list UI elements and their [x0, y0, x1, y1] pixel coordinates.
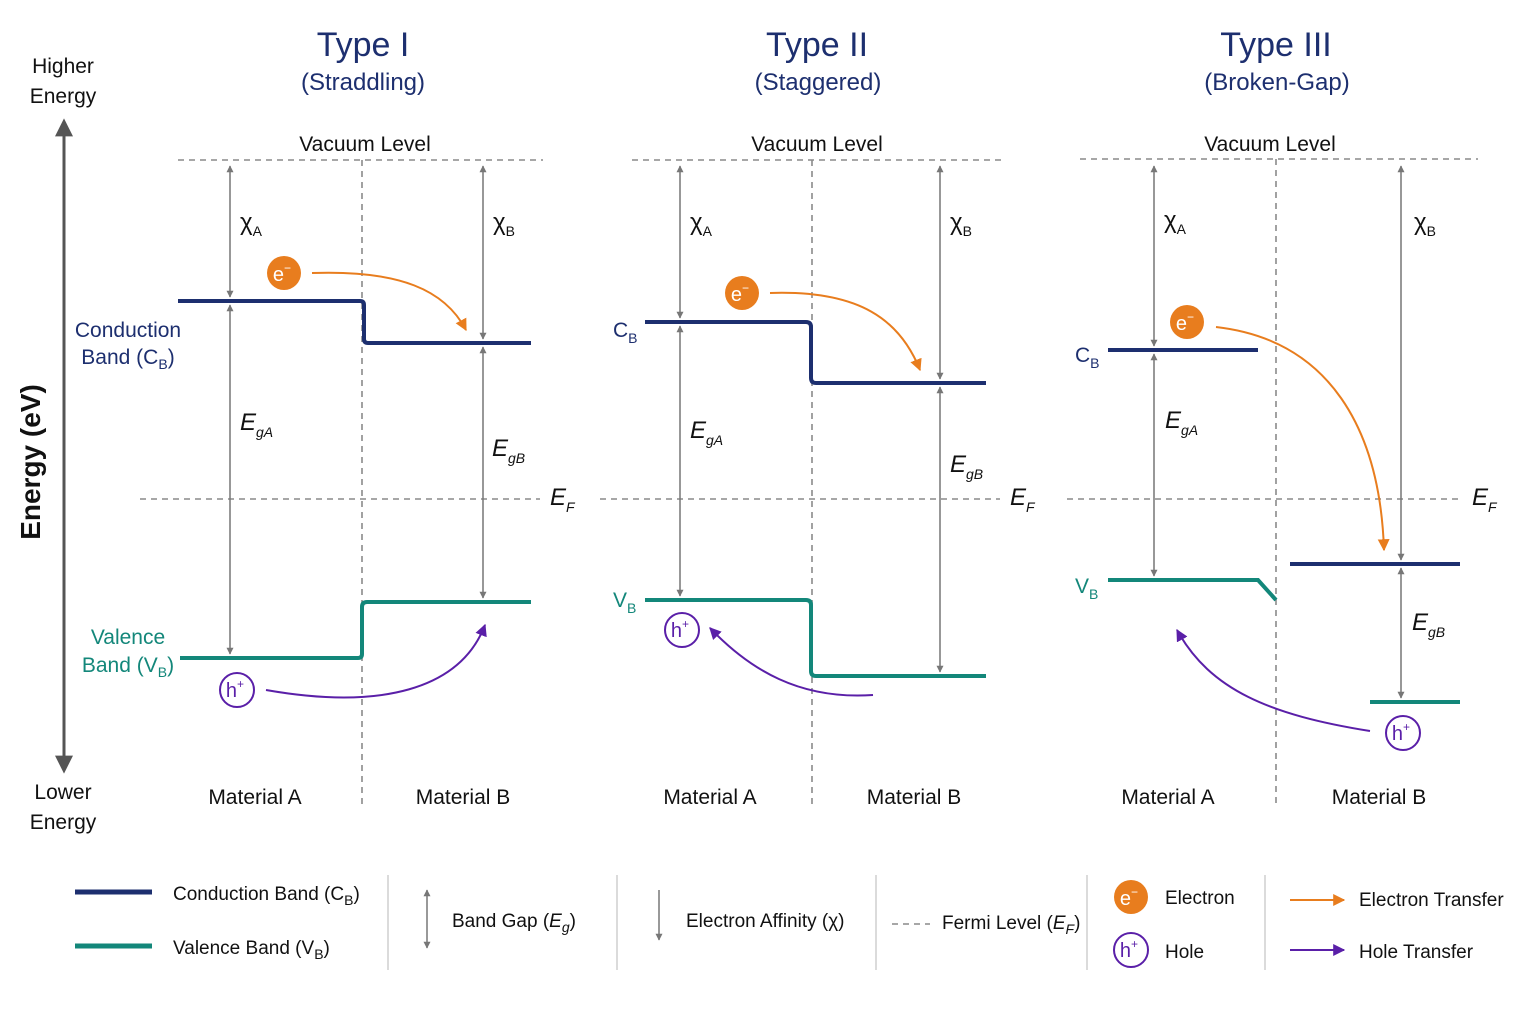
- legend-electron-transfer-label: Electron Transfer: [1359, 890, 1504, 911]
- fermi-level-label: EF: [550, 484, 576, 515]
- material-a-label: Material A: [208, 786, 301, 809]
- cb-label: CB: [613, 319, 638, 346]
- legend-fermi-label: Fermi Level (EF): [942, 913, 1080, 937]
- vacuum-level-label: Vacuum Level: [751, 133, 883, 156]
- panel-title: Type I: [317, 26, 410, 64]
- valence-band-label-line1: Valence: [91, 626, 165, 649]
- legend-affinity-label: Electron Affinity (χ): [686, 911, 845, 932]
- svg-text:e−: e−: [731, 281, 749, 306]
- svg-text:h+: h+: [226, 677, 244, 702]
- legend: Conduction Band (CB) Valence Band (VB) B…: [75, 875, 1504, 970]
- legend-conduction-label: Conduction Band (CB): [173, 884, 360, 908]
- legend-hole-label: Hole: [1165, 942, 1204, 963]
- material-b-label: Material B: [1332, 786, 1427, 809]
- electron-icon: e−: [267, 256, 301, 290]
- chi-a-label: χA: [240, 209, 263, 239]
- vacuum-level-label: Vacuum Level: [299, 133, 431, 156]
- legend-electron-icon: e−: [1114, 880, 1148, 914]
- higher-label-line1: Higher: [32, 55, 94, 78]
- legend-band-gap-label: Band Gap (Eg): [452, 911, 576, 935]
- chi-b-label: χB: [493, 209, 515, 239]
- material-b-label: Material B: [867, 786, 962, 809]
- legend-electron-label: Electron: [1165, 888, 1235, 909]
- panel-type-1: Type I (Straddling) Vacuum Level EF χA χ…: [75, 26, 576, 809]
- svg-text:e−: e−: [1176, 310, 1194, 335]
- egap-b-label: EgB: [950, 451, 983, 482]
- legend-valence-label: Valence Band (VB): [173, 938, 330, 962]
- lower-label-line2: Energy: [30, 811, 97, 834]
- vb-label: VB: [1075, 575, 1098, 602]
- conduction-band-label-line2: Band (CB): [81, 346, 174, 372]
- legend-hole-icon: h+: [1113, 932, 1149, 968]
- hole-transfer-arrow: [265, 623, 487, 699]
- hole-transfer-arrow: [709, 627, 874, 697]
- svg-text:h+: h+: [1120, 937, 1138, 962]
- panel-type-2: Type II (Staggered) Vacuum Level EF χA χ…: [600, 26, 1036, 809]
- cb-label: CB: [1075, 344, 1100, 371]
- conduction-band-label-line1: Conduction: [75, 319, 181, 342]
- panel-title: Type II: [766, 26, 868, 64]
- valence-band-line-a: [1108, 578, 1278, 602]
- hole-icon: h+: [219, 672, 255, 708]
- lower-label-line1: Lower: [34, 781, 91, 804]
- legend-hole-transfer-label: Hole Transfer: [1359, 942, 1474, 963]
- panel-subtitle: (Broken-Gap): [1204, 69, 1349, 96]
- chi-b-label: χB: [1414, 209, 1436, 239]
- chi-b-label: χB: [950, 209, 972, 239]
- svg-text:e−: e−: [1120, 885, 1138, 910]
- conduction-band-line: [178, 299, 531, 345]
- valence-band-label-line2: Band (VB): [82, 654, 174, 680]
- electron-icon: e−: [1170, 305, 1204, 339]
- fermi-level-label: EF: [1472, 484, 1498, 515]
- chi-a-label: χA: [690, 209, 713, 239]
- electron-icon: e−: [725, 276, 759, 310]
- panel-subtitle: (Straddling): [301, 69, 425, 96]
- fermi-level-label: EF: [1010, 484, 1036, 515]
- hole-transfer-arrow: [1176, 628, 1371, 732]
- egap-b-label: EgB: [492, 435, 525, 466]
- vacuum-level-label: Vacuum Level: [1204, 133, 1336, 156]
- egap-a-label: EgA: [690, 417, 723, 448]
- egap-a-label: EgA: [240, 409, 273, 440]
- chi-a-label: χA: [1164, 207, 1187, 237]
- svg-text:e−: e−: [273, 261, 291, 286]
- svg-text:h+: h+: [1392, 720, 1410, 745]
- energy-axis: Higher Energy Energy (eV) Lower Energy: [15, 55, 97, 834]
- hole-icon: h+: [1385, 715, 1421, 751]
- valence-band-line: [180, 600, 531, 660]
- vb-label: VB: [613, 589, 636, 616]
- svg-text:h+: h+: [671, 617, 689, 642]
- valence-band-line: [645, 598, 986, 678]
- conduction-band-line: [645, 320, 986, 385]
- material-a-label: Material A: [1121, 786, 1214, 809]
- hole-icon: h+: [664, 612, 700, 648]
- egap-a-label: EgA: [1165, 407, 1198, 438]
- higher-label-line2: Energy: [30, 85, 97, 108]
- material-b-label: Material B: [416, 786, 511, 809]
- panel-title: Type III: [1220, 26, 1332, 64]
- egap-b-label: EgB: [1412, 609, 1445, 640]
- energy-axis-label: Energy (eV): [15, 384, 46, 540]
- electron-transfer-arrow: [311, 271, 467, 332]
- material-a-label: Material A: [663, 786, 756, 809]
- electron-transfer-arrow: [1215, 326, 1390, 552]
- panel-type-3: Type III (Broken-Gap) Vacuum Level EF χA…: [1067, 26, 1498, 809]
- electron-transfer-arrow: [769, 291, 922, 372]
- panel-subtitle: (Staggered): [755, 69, 882, 96]
